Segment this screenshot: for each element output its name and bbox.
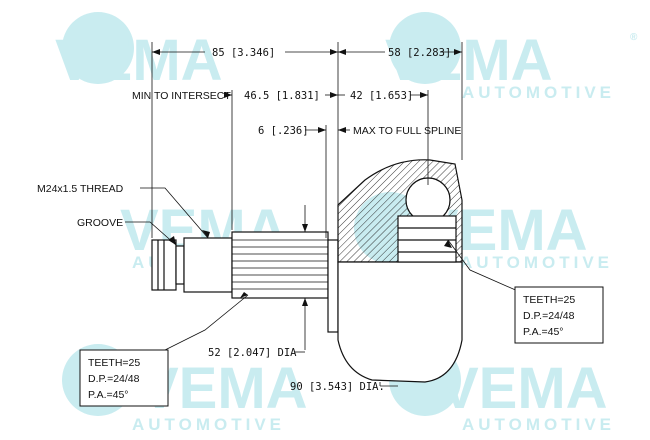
watermark-subtitle: AUTOMOTIVE <box>462 415 615 434</box>
dimension-lines <box>125 42 521 387</box>
plain-shaft <box>183 237 233 293</box>
dim-overall-left: 85 [3.346] <box>212 47 275 59</box>
watermark-brand: VEMA <box>385 28 553 93</box>
spec-teeth: TEETH=25 <box>523 294 575 306</box>
spec-pa: P.A.=45° <box>523 326 564 338</box>
label-min-to-intersect: MIN TO INTERSECT <box>132 90 231 102</box>
dimension-text: 85 [3.346] 58 [2.283] MIN TO INTERSECT 4… <box>37 47 461 393</box>
watermark-subtitle: AUTOMOTIVE <box>460 253 613 272</box>
dim-max-to-spline: 42 [1.653] <box>350 90 413 102</box>
splined-shaft <box>231 231 329 299</box>
watermark-subtitle: AUTOMOTIVE <box>132 415 285 434</box>
inner-race <box>397 215 457 263</box>
dim-overall-right: 58 [2.283] <box>388 47 451 59</box>
watermark-brand: VEMA <box>55 28 223 93</box>
shaft-collar <box>327 239 339 333</box>
label-max-to-full-spline: MAX TO FULL SPLINE <box>353 125 461 137</box>
spec-pa: P.A.=45° <box>88 389 129 401</box>
dim-body-dia: 90 [3.543] DIA. <box>290 381 385 393</box>
dim-shaft-dia: 52 [2.047] DIA <box>208 347 297 359</box>
spec-box-outer: TEETH=25 D.P.=24/48 P.A.=45° <box>79 349 169 407</box>
arrow-heads <box>152 49 462 306</box>
spline-teeth <box>232 239 328 290</box>
watermark-circle <box>389 12 461 84</box>
watermark-reg: ® <box>630 32 638 43</box>
outer-body <box>337 261 463 383</box>
label-groove: GROOVE <box>77 217 123 229</box>
dim-min-to-intersect: 46.5 [1.831] <box>244 90 320 102</box>
spec-box-frame <box>514 286 604 344</box>
watermark-top-right: VEMA ® AUTOMOTIVE <box>385 12 638 102</box>
spec-dp: D.P.=24/48 <box>523 310 575 322</box>
watermark-brand: VEMA <box>440 356 608 421</box>
watermark-top-left: VEMA <box>55 12 223 93</box>
label-thread: M24x1.5 THREAD <box>37 183 124 195</box>
spec-box-frame <box>79 349 169 407</box>
spec-teeth: TEETH=25 <box>88 357 140 369</box>
part-outline <box>151 159 463 383</box>
spec-box-inner: TEETH=25 D.P.=24/48 P.A.=45° <box>514 286 604 344</box>
groove <box>175 245 185 285</box>
dim-collar: 6 [.236] <box>258 125 309 137</box>
watermark-subtitle: AUTOMOTIVE <box>462 83 615 102</box>
watermark-circle <box>62 12 134 84</box>
spec-dp: D.P.=24/48 <box>88 373 140 385</box>
